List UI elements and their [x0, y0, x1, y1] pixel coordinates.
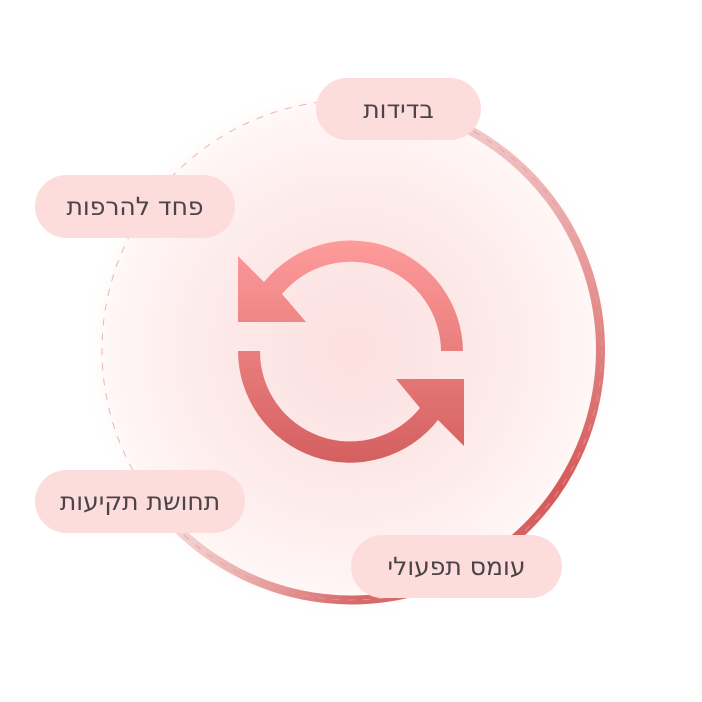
node-label: בדידות: [363, 94, 434, 124]
node-label: תחושת תקיעות: [59, 487, 221, 516]
node-label: פחד להרפות: [66, 192, 204, 221]
node-label: עומס תפעולי: [387, 552, 526, 581]
refresh-cycle-icon: [238, 240, 464, 463]
node-feeling-stuck: תחושת תקיעות: [35, 470, 245, 533]
node-operational-load: עומס תפעולי: [351, 535, 562, 598]
node-loneliness: בדידות: [316, 78, 481, 140]
node-fear-of-letting-go: פחד להרפות: [35, 175, 235, 238]
